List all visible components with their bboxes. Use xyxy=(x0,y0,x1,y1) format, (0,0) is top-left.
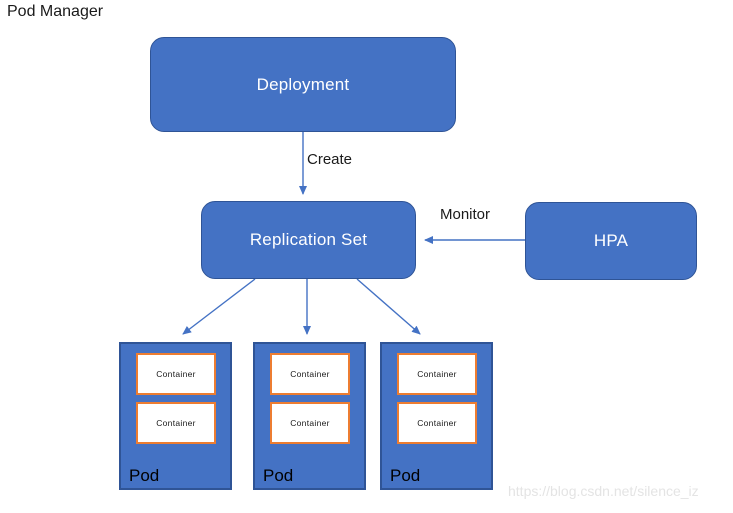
pod-label: Pod xyxy=(263,466,294,486)
page-title: Pod Manager xyxy=(7,3,104,20)
edge-label-monitor: Monitor xyxy=(440,206,491,223)
container-box[interactable]: Container xyxy=(270,402,350,444)
container-box[interactable]: Container xyxy=(270,353,350,395)
node-replication-set-label: Replication Set xyxy=(249,230,368,249)
pod-label: Pod xyxy=(129,466,160,486)
node-replication-set[interactable]: Replication Set xyxy=(201,201,416,279)
pod-3[interactable]: Container Container Pod xyxy=(380,342,493,490)
container-box[interactable]: Container xyxy=(397,353,477,395)
pod-2[interactable]: Container Container Pod xyxy=(253,342,366,490)
watermark: https://blog.csdn.net/silence_iz xyxy=(508,483,699,499)
edge-replicaset-to-pod-1 xyxy=(182,278,256,335)
pod-1[interactable]: Container Container Pod xyxy=(119,342,232,490)
container-box[interactable]: Container xyxy=(397,402,477,444)
pod-label: Pod xyxy=(390,466,421,486)
node-hpa-label: HPA xyxy=(593,231,629,250)
container-box[interactable]: Container xyxy=(136,402,216,444)
node-deployment-label: Deployment xyxy=(256,74,350,94)
container-box[interactable]: Container xyxy=(136,353,216,395)
node-hpa[interactable]: HPA xyxy=(525,202,697,280)
edge-label-create: Create xyxy=(307,151,353,168)
node-deployment[interactable]: Deployment xyxy=(150,37,456,132)
edge-replicaset-to-pod-3 xyxy=(356,278,421,335)
